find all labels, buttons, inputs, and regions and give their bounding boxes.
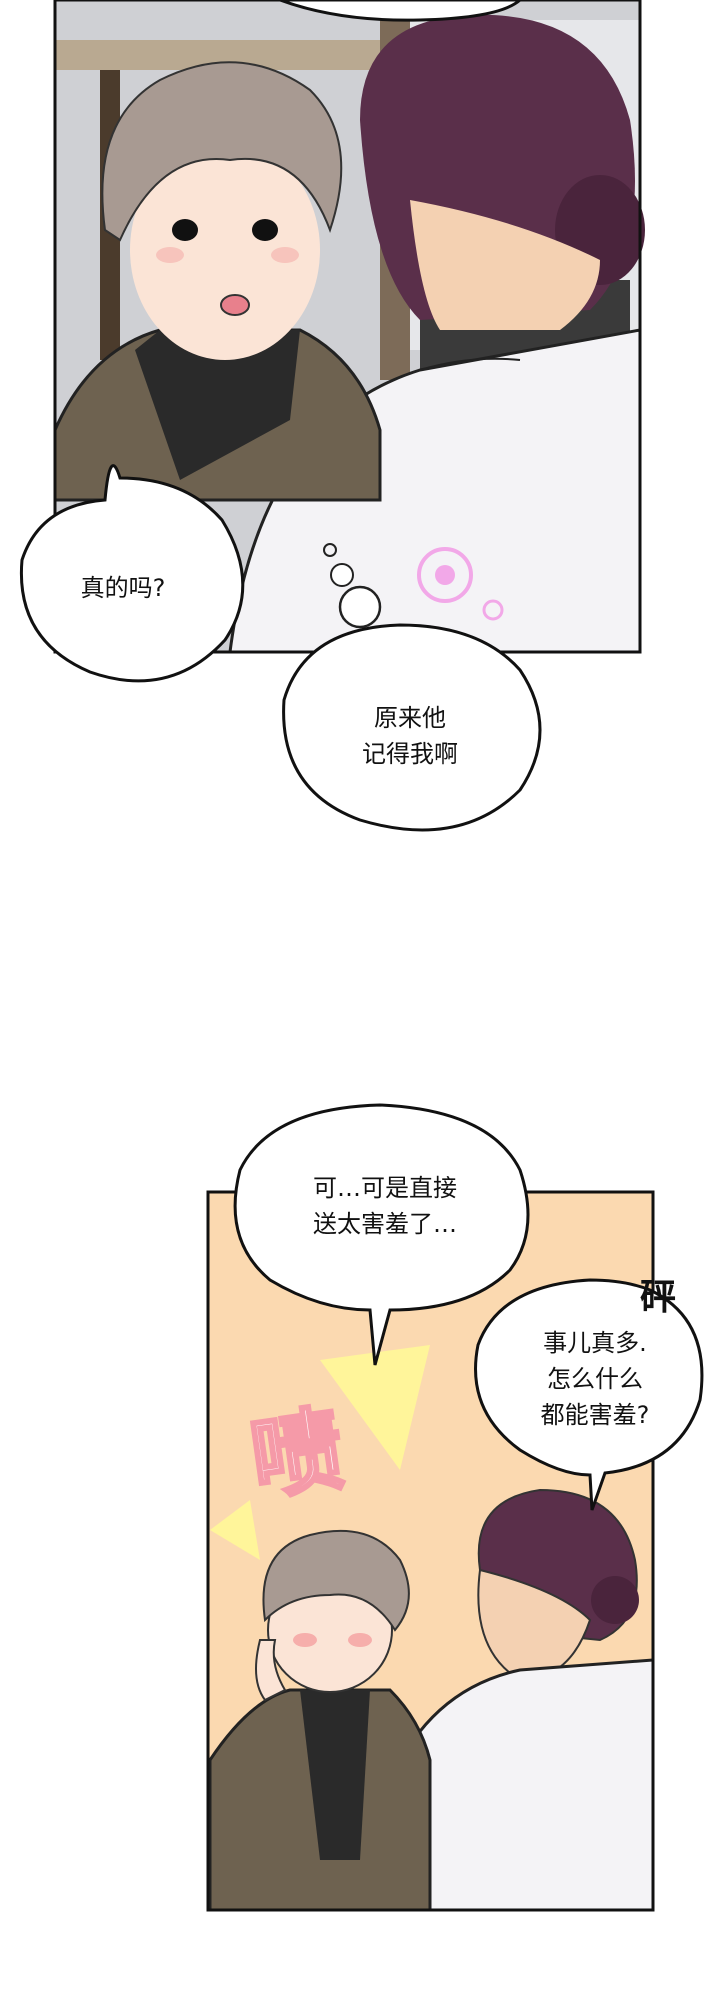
speech-text-so-fussy: 事儿真多. 怎么什么 都能害羞? [500, 1325, 690, 1433]
boy-figure [53, 61, 382, 502]
speech-text-too-shy: 可…可是直接 送太害羞了… [265, 1170, 505, 1242]
speech-bubble-b [282, 623, 542, 832]
sfx-huff: 啧 [243, 1394, 352, 1516]
boy-shy-figure [208, 1529, 432, 1912]
sfx-bang: 砰 [640, 1277, 677, 1318]
speech-line: 送太害羞了… [313, 1210, 457, 1238]
speech-line: 都能害羞? [540, 1401, 650, 1429]
speech-line: 可…可是直接 [313, 1174, 457, 1202]
speech-line: 事儿真多. [543, 1329, 647, 1357]
speech-line: 怎么什么 [547, 1365, 643, 1393]
speech-bubble-d [474, 1278, 704, 1511]
panel-2 [206, 1190, 655, 1912]
woman-figure [358, 1488, 655, 1912]
speech-bubble-c [233, 1103, 530, 1366]
speech-text-really: 真的吗? [80, 574, 166, 602]
speech-bubble-a [19, 464, 245, 683]
flower-doodle [323, 543, 504, 629]
speech-line: 记得我啊 [362, 740, 458, 768]
speech-text-he-remembers: 原来他 记得我啊 [300, 700, 520, 772]
panel-1 [53, 0, 645, 654]
speech-line: 原来他 [374, 704, 446, 732]
